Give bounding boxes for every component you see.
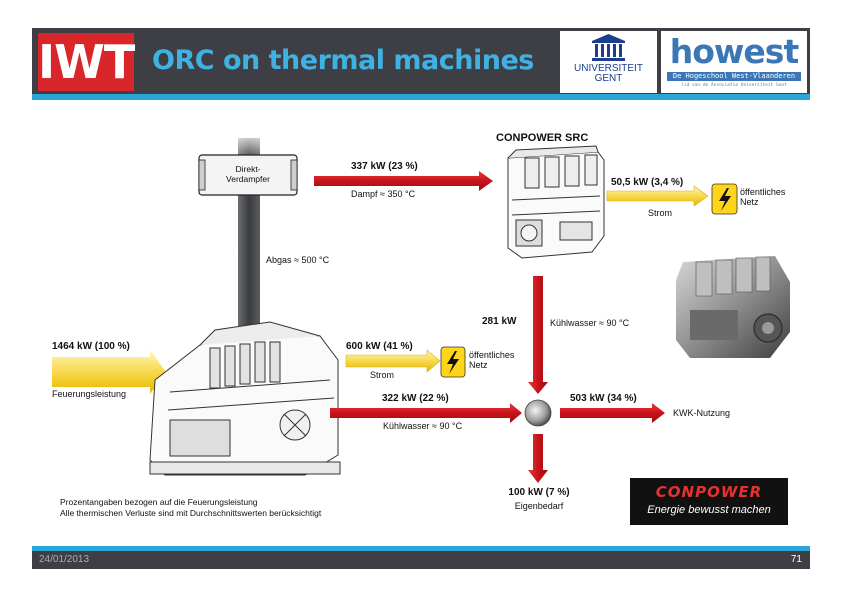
- conpower-logo: CONPOWER Energie bewusst machen: [630, 478, 788, 525]
- src-cooling-arrow: [528, 276, 548, 394]
- grid-label-1: öffentliches Netz: [740, 187, 786, 207]
- fuel-input-arrow: [52, 350, 166, 394]
- ugent-building-icon: [592, 34, 625, 61]
- engine-power-arrow: [345, 349, 441, 373]
- input-label: Feuerungsleistung: [52, 389, 127, 399]
- steam-power: 337 kW (23 %): [351, 161, 418, 172]
- engine-power-type: Strom: [370, 370, 395, 380]
- engine-drawing: [149, 321, 341, 476]
- ugent-logo: UNIVERSITEIT GENT: [560, 31, 657, 93]
- src-power-type: Strom: [648, 208, 673, 218]
- ugent-line2: GENT: [594, 73, 623, 84]
- heat-use-power: 503 kW (34 %): [570, 393, 637, 404]
- footnote: Prozentangaben bezogen auf die Feuerungs…: [60, 497, 322, 518]
- engine-cooling-power: 322 kW (22 %): [382, 393, 449, 404]
- evaporator-label: Direkt- Verdampfer: [226, 164, 270, 184]
- conpower-wordmark: CONPOWER: [655, 483, 763, 501]
- grid-label-2: öffentliches Netz: [469, 350, 515, 370]
- own-use-label: Eigenbedarf: [514, 501, 564, 511]
- input-power: 1464 kW (100 %): [52, 341, 130, 352]
- own-use-arrow: [528, 434, 548, 483]
- howest-logo: howest De Hogeschool West-Vlaanderen lid…: [661, 31, 807, 93]
- exhaust-label: Abgas ≈ 500 °C: [266, 255, 330, 265]
- heat-use-label: KWK-Nutzung: [673, 408, 731, 418]
- conpower-slogan: Energie bewusst machen: [647, 504, 771, 516]
- lightning-icon: [440, 346, 466, 378]
- howest-tagline: De Hogeschool West-Vlaanderen: [667, 72, 801, 81]
- src-cooling-power: 281 kW: [482, 316, 517, 327]
- footer-bar: [32, 551, 810, 569]
- direct-evaporator: [198, 154, 298, 196]
- howest-wordmark: howest: [669, 32, 799, 71]
- heat-junction-node: [524, 399, 552, 427]
- page-number: 71: [790, 554, 802, 565]
- iwt-logo: IWT: [38, 33, 135, 91]
- src-power: 50,5 kW (3,4 %): [611, 177, 684, 188]
- footer-accent-stripe: [32, 546, 810, 551]
- slide-date: 24/01/2013: [39, 554, 90, 565]
- header-accent-stripe: [32, 94, 810, 100]
- heat-use-arrow: [560, 403, 665, 423]
- engine-power: 600 kW (41 %): [346, 341, 413, 352]
- src-power-arrow: [606, 185, 709, 207]
- ugent-line1: UNIVERSITEIT: [574, 63, 643, 74]
- src-machine-drawing: [507, 145, 605, 259]
- engine-cooling-arrow: [330, 403, 522, 423]
- src-cooling-label: Kühlwasser ≈ 90 °C: [550, 318, 630, 328]
- own-use-power: 100 kW (7 %): [508, 487, 570, 498]
- steam-arrow: [314, 171, 493, 191]
- lightning-icon: [711, 183, 738, 215]
- src-photo: [676, 256, 790, 358]
- engine-cooling-label: Kühlwasser ≈ 90 °C: [383, 421, 463, 431]
- steam-label: Dampf ≈ 350 °C: [351, 189, 416, 199]
- src-title: CONPOWER SRC: [496, 132, 589, 144]
- howest-subline: lid van de Associatie Universiteit Gent: [681, 83, 787, 88]
- slide-title: ORC on thermal machines: [152, 45, 534, 76]
